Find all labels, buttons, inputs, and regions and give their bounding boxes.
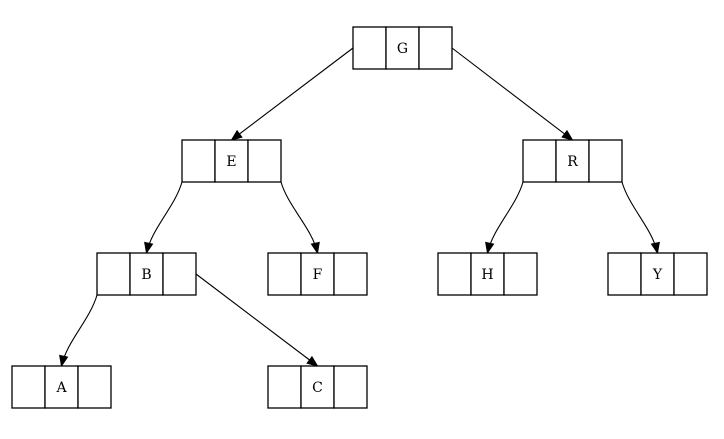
right-pointer-cell [503, 252, 538, 296]
right-pointer-cell [247, 139, 282, 183]
node-label: B [141, 267, 151, 283]
node-label: E [226, 154, 236, 170]
arrowhead-icon [230, 129, 243, 141]
right-pointer-cell [333, 365, 368, 409]
node-label: C [312, 380, 323, 396]
arrowhead-icon [310, 241, 320, 255]
right-pointer-cell [162, 252, 197, 296]
arrowhead-icon [561, 129, 574, 141]
edge-line [60, 294, 98, 367]
tree-node-b: B [96, 252, 197, 296]
edges-layer [59, 47, 660, 368]
tree-node-c: C [267, 365, 368, 409]
right-pointer-cell [673, 252, 708, 296]
left-pointer-cell [267, 365, 302, 409]
arrowhead-icon [144, 241, 154, 255]
tree-node-e: E [181, 139, 282, 183]
key-cell [385, 26, 420, 70]
edge-line [231, 47, 354, 141]
edge-line [451, 47, 573, 141]
nodes-layer: G E R B F H Y A C [11, 26, 708, 409]
left-pointer-cell [181, 139, 216, 183]
right-pointer-cell [418, 26, 453, 70]
node-label: G [397, 41, 408, 57]
key-cell [470, 252, 505, 296]
edge-line [280, 181, 319, 254]
node-label: Y [652, 267, 663, 283]
node-label: R [567, 154, 578, 170]
edge-r-y [621, 181, 660, 255]
arrowhead-icon [650, 241, 660, 255]
left-pointer-cell [522, 139, 557, 183]
node-label: H [481, 267, 493, 283]
key-cell [300, 252, 335, 296]
key-cell [555, 139, 590, 183]
edge-b-a [59, 294, 98, 368]
node-label: F [313, 267, 323, 283]
edge-b-c [195, 273, 319, 367]
tree-node-h: H [437, 252, 538, 296]
key-cell [44, 365, 79, 409]
edge-line [486, 181, 524, 254]
edge-line [145, 181, 183, 254]
left-pointer-cell [607, 252, 642, 296]
edge-g-r [451, 47, 574, 141]
tree-node-a: A [11, 365, 112, 409]
left-pointer-cell [96, 252, 131, 296]
right-pointer-cell [588, 139, 623, 183]
edge-line [621, 181, 659, 254]
edge-e-b [144, 181, 183, 255]
key-cell [214, 139, 249, 183]
tree-node-g: G [352, 26, 453, 70]
arrowhead-icon [306, 355, 319, 367]
left-pointer-cell [11, 365, 46, 409]
node-label: A [55, 380, 67, 396]
arrowhead-icon [485, 241, 495, 255]
edge-r-h [485, 181, 524, 255]
key-cell [129, 252, 164, 296]
right-pointer-cell [333, 252, 368, 296]
tree-node-y: Y [607, 252, 708, 296]
right-pointer-cell [77, 365, 112, 409]
tree-node-r: R [522, 139, 623, 183]
edge-e-f [280, 181, 320, 255]
left-pointer-cell [437, 252, 472, 296]
tree-node-f: F [267, 252, 368, 296]
edge-g-e [230, 47, 354, 141]
left-pointer-cell [267, 252, 302, 296]
arrowhead-icon [59, 354, 69, 368]
edge-line [195, 273, 318, 367]
left-pointer-cell [352, 26, 387, 70]
